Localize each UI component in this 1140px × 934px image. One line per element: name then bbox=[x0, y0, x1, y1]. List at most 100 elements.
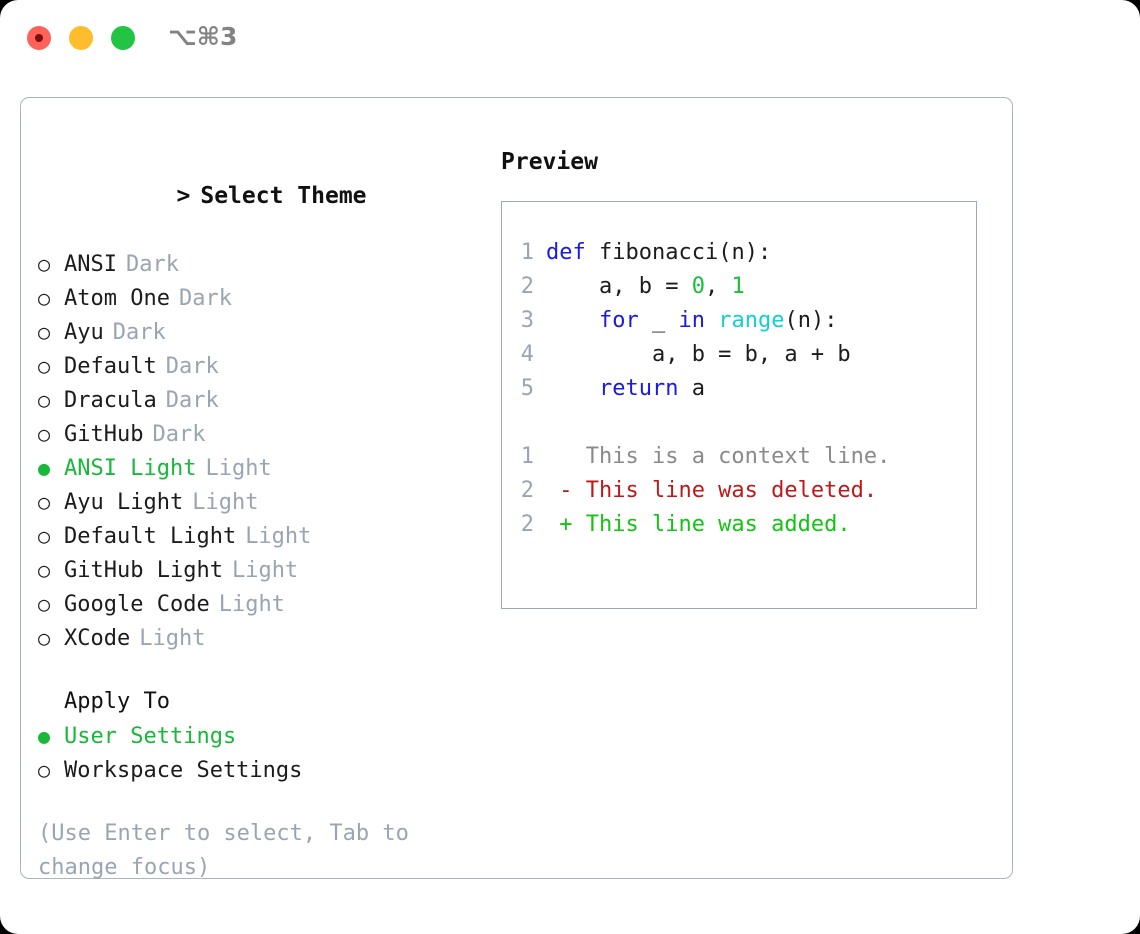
code-token-plain bbox=[546, 308, 599, 333]
line-number: 2 bbox=[520, 478, 534, 503]
code-line-text: a, b = b, a + b bbox=[546, 338, 851, 372]
apply-to-option-label: User Settings bbox=[64, 724, 237, 749]
theme-option-label: Atom One bbox=[64, 286, 170, 311]
traffic-lights bbox=[27, 26, 135, 50]
keyboard-hint-text: (Use Enter to select, Tab to change focu… bbox=[38, 821, 409, 880]
theme-option-ansi-light[interactable]: ● ANSI Light Light bbox=[38, 451, 498, 485]
code-token-plain: a, b = bbox=[546, 274, 692, 299]
diff-line: 2 + This line was added. bbox=[502, 508, 976, 542]
theme-option-variant-badge: Dark bbox=[152, 422, 206, 447]
line-number: 1 bbox=[520, 240, 534, 265]
page-title: >Select Theme bbox=[38, 145, 498, 247]
code-token-kw: def bbox=[546, 240, 586, 265]
theme-option-label: Ayu Light bbox=[64, 490, 184, 515]
code-line: 1 def fibonacci(n): bbox=[502, 236, 976, 270]
theme-option-label: XCode bbox=[64, 626, 131, 651]
theme-option-label: Ayu bbox=[64, 320, 104, 345]
theme-option-label: ANSI Light bbox=[64, 456, 197, 481]
line-number: 1 bbox=[520, 444, 534, 469]
radio-unselected-icon: ○ bbox=[38, 524, 51, 548]
apply-to-option-list: ● User Settings ○ Workspace Settings bbox=[38, 719, 498, 787]
theme-option-variant-badge: Dark bbox=[165, 388, 219, 413]
code-line: 3 for _ in range(n): bbox=[502, 304, 976, 338]
code-token-plain: (n): bbox=[784, 308, 838, 333]
minimize-button[interactable] bbox=[69, 26, 93, 50]
theme-option-variant-badge: Dark bbox=[165, 354, 219, 379]
radio-unselected-icon: ○ bbox=[38, 354, 51, 378]
theme-option-label: GitHub Light bbox=[64, 558, 223, 583]
apply-to-section: Apply To ●User Settings○Workspace Settin… bbox=[38, 685, 498, 787]
diff-line-text: + This line was added. bbox=[546, 512, 851, 537]
theme-option-dracula[interactable]: ○ Dracula Dark bbox=[38, 383, 498, 417]
radio-selected-icon: ● bbox=[38, 456, 51, 480]
theme-option-label: ANSI bbox=[64, 252, 117, 277]
code-line: 4 a, b = b, a + b bbox=[502, 338, 976, 372]
code-token-plain: , bbox=[704, 274, 732, 299]
code-token-kw: return bbox=[598, 376, 679, 401]
code-token-plain: _ bbox=[638, 308, 679, 333]
theme-option-ayu[interactable]: ○ Ayu Dark bbox=[38, 315, 498, 349]
radio-unselected-icon: ○ bbox=[38, 758, 51, 782]
theme-option-label: Dracula bbox=[64, 388, 157, 413]
keyboard-shortcut-label: ⌥⌘3 bbox=[168, 22, 238, 51]
radio-selected-icon: ● bbox=[38, 724, 51, 748]
radio-unselected-icon: ○ bbox=[38, 490, 51, 514]
code-line-text: a, b = 0, 1 bbox=[546, 270, 745, 304]
theme-option-label: Default Light bbox=[64, 524, 237, 549]
theme-option-variant-badge: Dark bbox=[125, 252, 179, 277]
line-number: 5 bbox=[520, 376, 534, 401]
radio-unselected-icon: ○ bbox=[38, 388, 51, 412]
code-line: 5 return a bbox=[502, 372, 976, 406]
code-token-num: 0 bbox=[691, 274, 705, 299]
theme-option-variant-badge: Light bbox=[192, 490, 259, 515]
code-line-text: def fibonacci(n): bbox=[546, 236, 771, 270]
diff-line: 1 This is a context line. bbox=[502, 440, 976, 474]
title-bar: ⌥⌘3 bbox=[0, 0, 1140, 78]
theme-option-variant-badge: Light bbox=[231, 558, 299, 583]
code-token-num: 1 bbox=[731, 274, 745, 299]
theme-option-label: Google Code bbox=[64, 592, 210, 617]
theme-option-variant-badge: Light bbox=[139, 626, 206, 651]
theme-option-label: GitHub bbox=[64, 422, 144, 447]
theme-option-default[interactable]: ○ Default Dark bbox=[38, 349, 498, 383]
code-token-plain: fibonacci(n): bbox=[599, 240, 772, 265]
line-number: 2 bbox=[520, 274, 534, 299]
preview-heading: Preview bbox=[501, 149, 598, 175]
code-token-plain bbox=[586, 240, 599, 265]
diff-line: 2 - This line was deleted. bbox=[502, 474, 976, 508]
maximize-button[interactable] bbox=[111, 26, 135, 50]
apply-to-option-label: Workspace Settings bbox=[64, 758, 303, 783]
code-line-text: return a bbox=[546, 372, 705, 406]
code-line-text: for _ in range(n): bbox=[546, 304, 837, 338]
theme-option-variant-badge: Dark bbox=[112, 320, 166, 345]
line-number: 4 bbox=[520, 342, 534, 367]
apply-to-option-user-settings[interactable]: ● User Settings bbox=[38, 719, 498, 753]
code-token-plain bbox=[546, 376, 599, 401]
close-button[interactable] bbox=[27, 26, 51, 50]
code-token-plain: a, b = b, a + b bbox=[546, 342, 851, 367]
theme-option-variant-badge: Light bbox=[245, 524, 312, 549]
radio-unselected-icon: ○ bbox=[38, 286, 51, 310]
code-token-kw: in bbox=[678, 308, 705, 333]
radio-unselected-icon: ○ bbox=[38, 320, 51, 344]
diff-sample: 1 This is a context line.2 - This line w… bbox=[502, 440, 976, 542]
theme-option-default-light[interactable]: ○ Default Light Light bbox=[38, 519, 498, 553]
radio-unselected-icon: ○ bbox=[38, 592, 51, 616]
theme-option-label: Default bbox=[64, 354, 157, 379]
line-number: 2 bbox=[520, 512, 534, 537]
code-token-fn: range bbox=[718, 308, 785, 333]
theme-option-variant-badge: Light bbox=[205, 456, 272, 481]
apply-to-option-workspace-settings[interactable]: ○ Workspace Settings bbox=[38, 753, 498, 787]
theme-option-ayu-light[interactable]: ○ Ayu Light Light bbox=[38, 485, 498, 519]
